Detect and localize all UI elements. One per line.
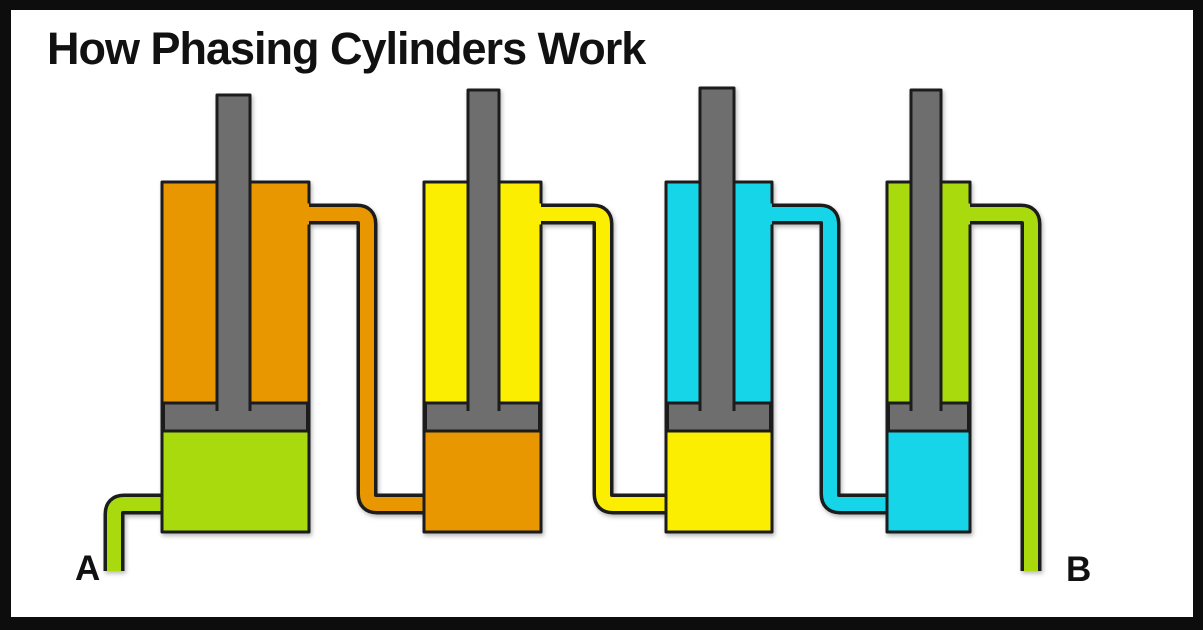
piston-rod <box>466 88 501 411</box>
outlet-pipe-b <box>966 203 1042 571</box>
pipe-outline <box>103 493 168 571</box>
port-a-label: A <box>75 549 101 588</box>
piston-rod <box>698 86 736 411</box>
pipe-2-to-3 <box>537 203 671 515</box>
inlet-pipe-a <box>103 493 168 571</box>
pipe-fluid <box>107 497 168 571</box>
piston-rod <box>909 88 943 411</box>
pipe-3-to-4 <box>768 203 892 515</box>
phasing-cylinders-diagram <box>103 86 1042 571</box>
piston <box>162 401 309 433</box>
pipe-fluid <box>966 207 1038 571</box>
bottom-fluid <box>666 428 772 532</box>
bottom-fluid <box>887 428 970 532</box>
bottom-fluid <box>162 428 309 532</box>
pipe-fluid <box>768 207 892 511</box>
piston-rod <box>215 93 252 411</box>
cylinder-2 <box>422 88 543 534</box>
bottom-fluid <box>424 428 541 532</box>
pipe-fluid <box>305 207 429 511</box>
pipe-1-to-2 <box>305 203 429 515</box>
page-title: How Phasing Cylinders Work <box>47 23 646 74</box>
port-b-label: B <box>1066 550 1092 589</box>
cylinder-4 <box>885 88 972 534</box>
cylinder-1 <box>160 93 311 534</box>
pipe-outline <box>966 203 1042 571</box>
pipe-fluid <box>537 207 671 511</box>
cylinder-3 <box>664 86 774 534</box>
